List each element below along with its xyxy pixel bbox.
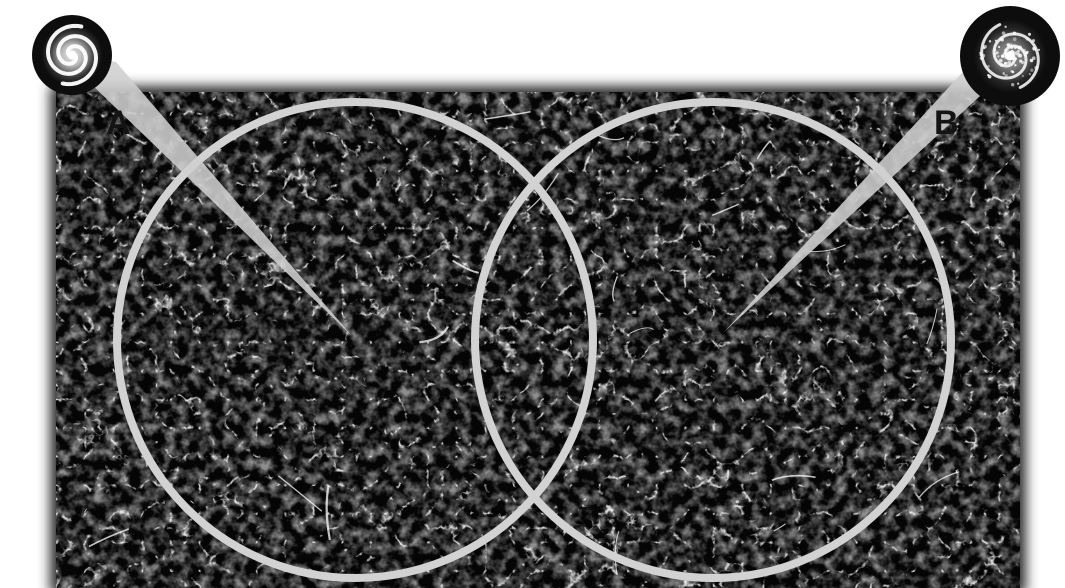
marker-label-a: A	[106, 104, 131, 142]
marker-label-b: B	[934, 104, 959, 142]
filament	[737, 501, 739, 502]
